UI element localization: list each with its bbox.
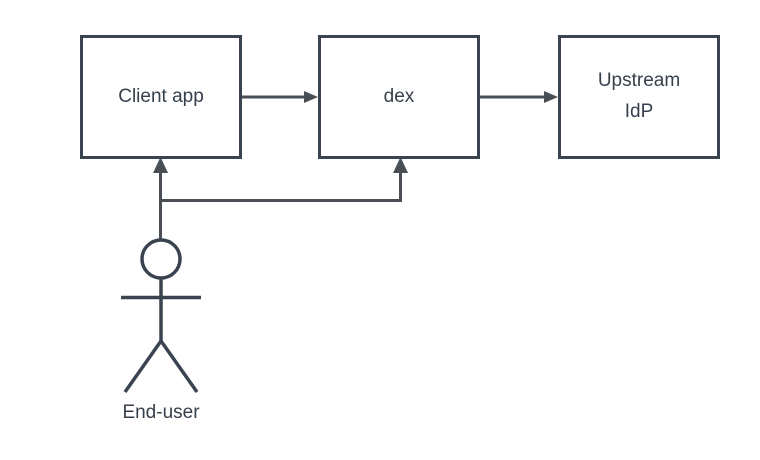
edge-end-user-to-dex [160,157,408,202]
node-client-app-box[interactable] [80,35,242,159]
edge-line [160,170,402,202]
node-upstream-idp[interactable]: Upstream IdP [558,35,720,159]
actor-leg-right-icon [159,339,199,394]
actor-end-user[interactable]: End-user [121,238,201,423]
node-upstream-idp-label-line2: IdP [625,101,654,122]
edge-end-user-to-client-app [153,157,168,240]
edge-client-app-to-dex [241,91,318,103]
node-client-app-label: Client app [118,86,204,107]
node-upstream-idp-box[interactable] [558,35,720,159]
arrowhead-icon [544,91,558,103]
node-dex-box[interactable] [318,35,480,159]
arrowhead-icon [393,157,408,173]
arrowhead-icon [304,91,318,103]
actor-end-user-label: End-user [122,402,200,423]
arrowhead-icon [153,157,168,173]
node-dex[interactable]: dex [318,35,480,159]
node-dex-label: dex [384,86,415,107]
edge-dex-to-upstream-idp [480,91,558,103]
node-upstream-idp-label-line1: Upstream [598,70,680,91]
actor-head-icon [140,238,182,280]
actor-leg-left-icon [123,339,163,394]
node-client-app[interactable]: Client app [80,35,242,159]
